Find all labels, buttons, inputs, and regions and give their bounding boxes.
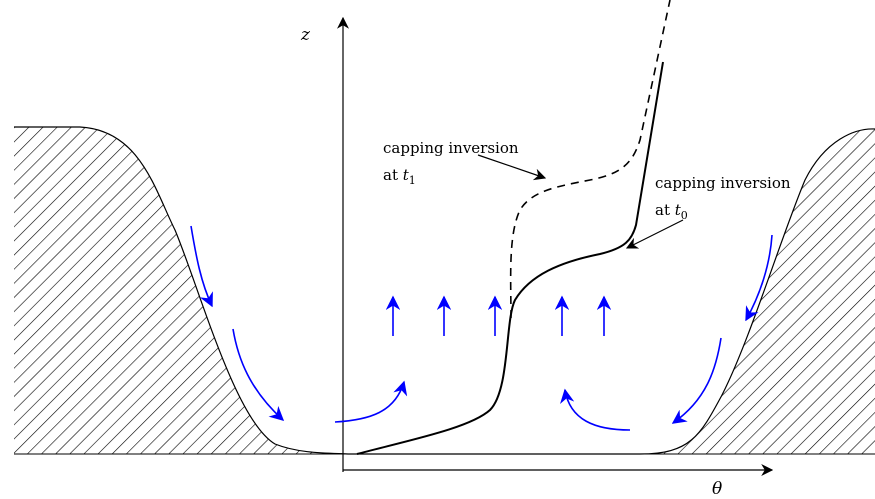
theta-axis-label: θ bbox=[712, 479, 722, 499]
convergence-flow-arrow-right bbox=[560, 388, 631, 431]
capping-t1-pointer-arrow bbox=[477, 154, 547, 181]
flow-arrows bbox=[190, 225, 773, 431]
left-valley-wall bbox=[14, 127, 350, 454]
downslope-flow-arrow-right-lower bbox=[671, 337, 722, 424]
terrain bbox=[14, 126, 875, 455]
capping-t0-line2: at t0 bbox=[655, 201, 688, 222]
profile-t1-dashed bbox=[509, 0, 671, 319]
downslope-flow-arrow-right-upper bbox=[745, 234, 773, 322]
downslope-flow-arrow-left-lower bbox=[232, 328, 285, 421]
capping-t1-line2: at t1 bbox=[383, 166, 416, 187]
annotation-capping-t0: capping inversion at t0 bbox=[625, 174, 791, 249]
annotation-capping-t1: capping inversion at t1 bbox=[383, 139, 547, 187]
right-valley-wall bbox=[640, 128, 875, 455]
capping-t0-pointer-arrow bbox=[625, 219, 684, 249]
capping-t1-line1: capping inversion bbox=[383, 139, 519, 157]
capping-t0-line1: capping inversion bbox=[655, 174, 791, 192]
profiles bbox=[356, 0, 671, 455]
profile-t0-solid bbox=[356, 61, 664, 455]
downslope-flow-arrow-left-upper bbox=[190, 225, 213, 308]
z-axis-label: z bbox=[300, 25, 311, 45]
axes: z θ bbox=[300, 16, 774, 499]
convergence-flow-arrow-left bbox=[334, 380, 408, 423]
